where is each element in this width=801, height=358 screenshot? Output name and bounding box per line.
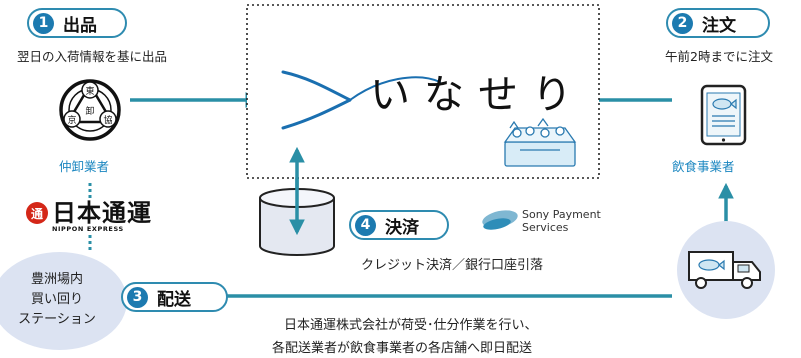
nittsu-name: 日本通運: [52, 199, 152, 227]
station-line-1: 豊洲場内: [30, 272, 83, 287]
station-label: 豊洲場内 買い回り ステーション: [0, 270, 114, 330]
step-number: 1: [33, 12, 54, 34]
nittsu-mark-icon: 通: [26, 202, 48, 224]
step-3-badge: 3 配送: [121, 282, 228, 312]
restaurant-label: 飲食事業者: [672, 159, 735, 174]
nittsu-logo: 通 日本通運 NIPPON EXPRESS: [26, 199, 166, 235]
step-number: 4: [355, 214, 376, 236]
step-4-description: クレジット決済／銀行口座引落: [361, 258, 544, 273]
market-illustration-icon: [503, 117, 577, 167]
service-name: いなせり: [370, 72, 586, 118]
step-label: 配送: [157, 289, 191, 310]
sony-payment-name-line-2: Services: [522, 221, 569, 234]
station-line-2: 買い回り: [30, 292, 83, 307]
step-3-description-line-1: 日本通運株式会社が荷受･仕分作業を行い、: [284, 318, 538, 333]
sony-payment-name-line-1: Sony Payment: [522, 208, 601, 221]
nittsu-sub: NIPPON EXPRESS: [52, 225, 124, 233]
step-3-description-line-2: 各配送業者が飲食事業者の各店舗へ即日配送: [272, 341, 533, 356]
station-line-3: ステーション: [18, 312, 96, 327]
step-2-description: 午前2時までに注文: [665, 49, 773, 64]
step-label: 出品: [63, 15, 97, 36]
step-2-badge: 2 注文: [666, 8, 770, 38]
step-number: 2: [672, 12, 693, 34]
step-1-badge: 1 出品: [27, 8, 127, 38]
station-bubble: [0, 252, 127, 350]
step-4-badge: 4 決済: [349, 210, 449, 240]
inaseri-fish-icon: [281, 70, 441, 130]
wholesaler-label: 仲卸業者: [59, 159, 110, 174]
nittsu-mark-text: 通: [30, 206, 43, 221]
step-label: 注文: [702, 15, 736, 36]
step-1-description: 翌日の入荷情報を基に出品: [17, 49, 168, 64]
step-number: 3: [127, 286, 148, 308]
step-label: 決済: [385, 217, 419, 238]
